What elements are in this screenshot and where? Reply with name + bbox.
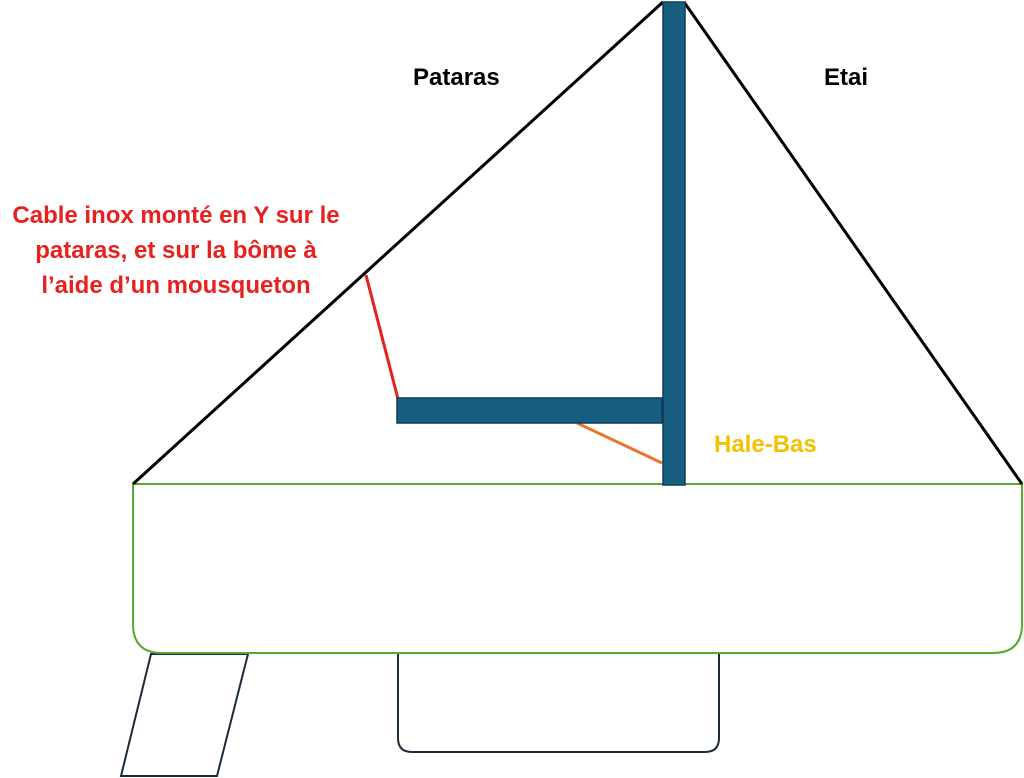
backstay-pataras	[131, 0, 665, 486]
label-hale-bas: Hale-Bas	[714, 431, 817, 458]
label-cable-note: Cable inox monté en Y sur le pataras, et…	[12, 202, 340, 299]
boom	[396, 397, 663, 424]
forestay-etai	[682, 1, 1024, 485]
mast	[662, 1, 686, 486]
rudder	[119, 653, 250, 777]
keel	[397, 653, 720, 753]
y-cable	[364, 274, 400, 400]
boom-vang-line	[576, 421, 663, 465]
hull	[132, 483, 1023, 654]
label-etai: Etai	[824, 64, 869, 91]
label-pataras: Pataras	[413, 64, 500, 91]
